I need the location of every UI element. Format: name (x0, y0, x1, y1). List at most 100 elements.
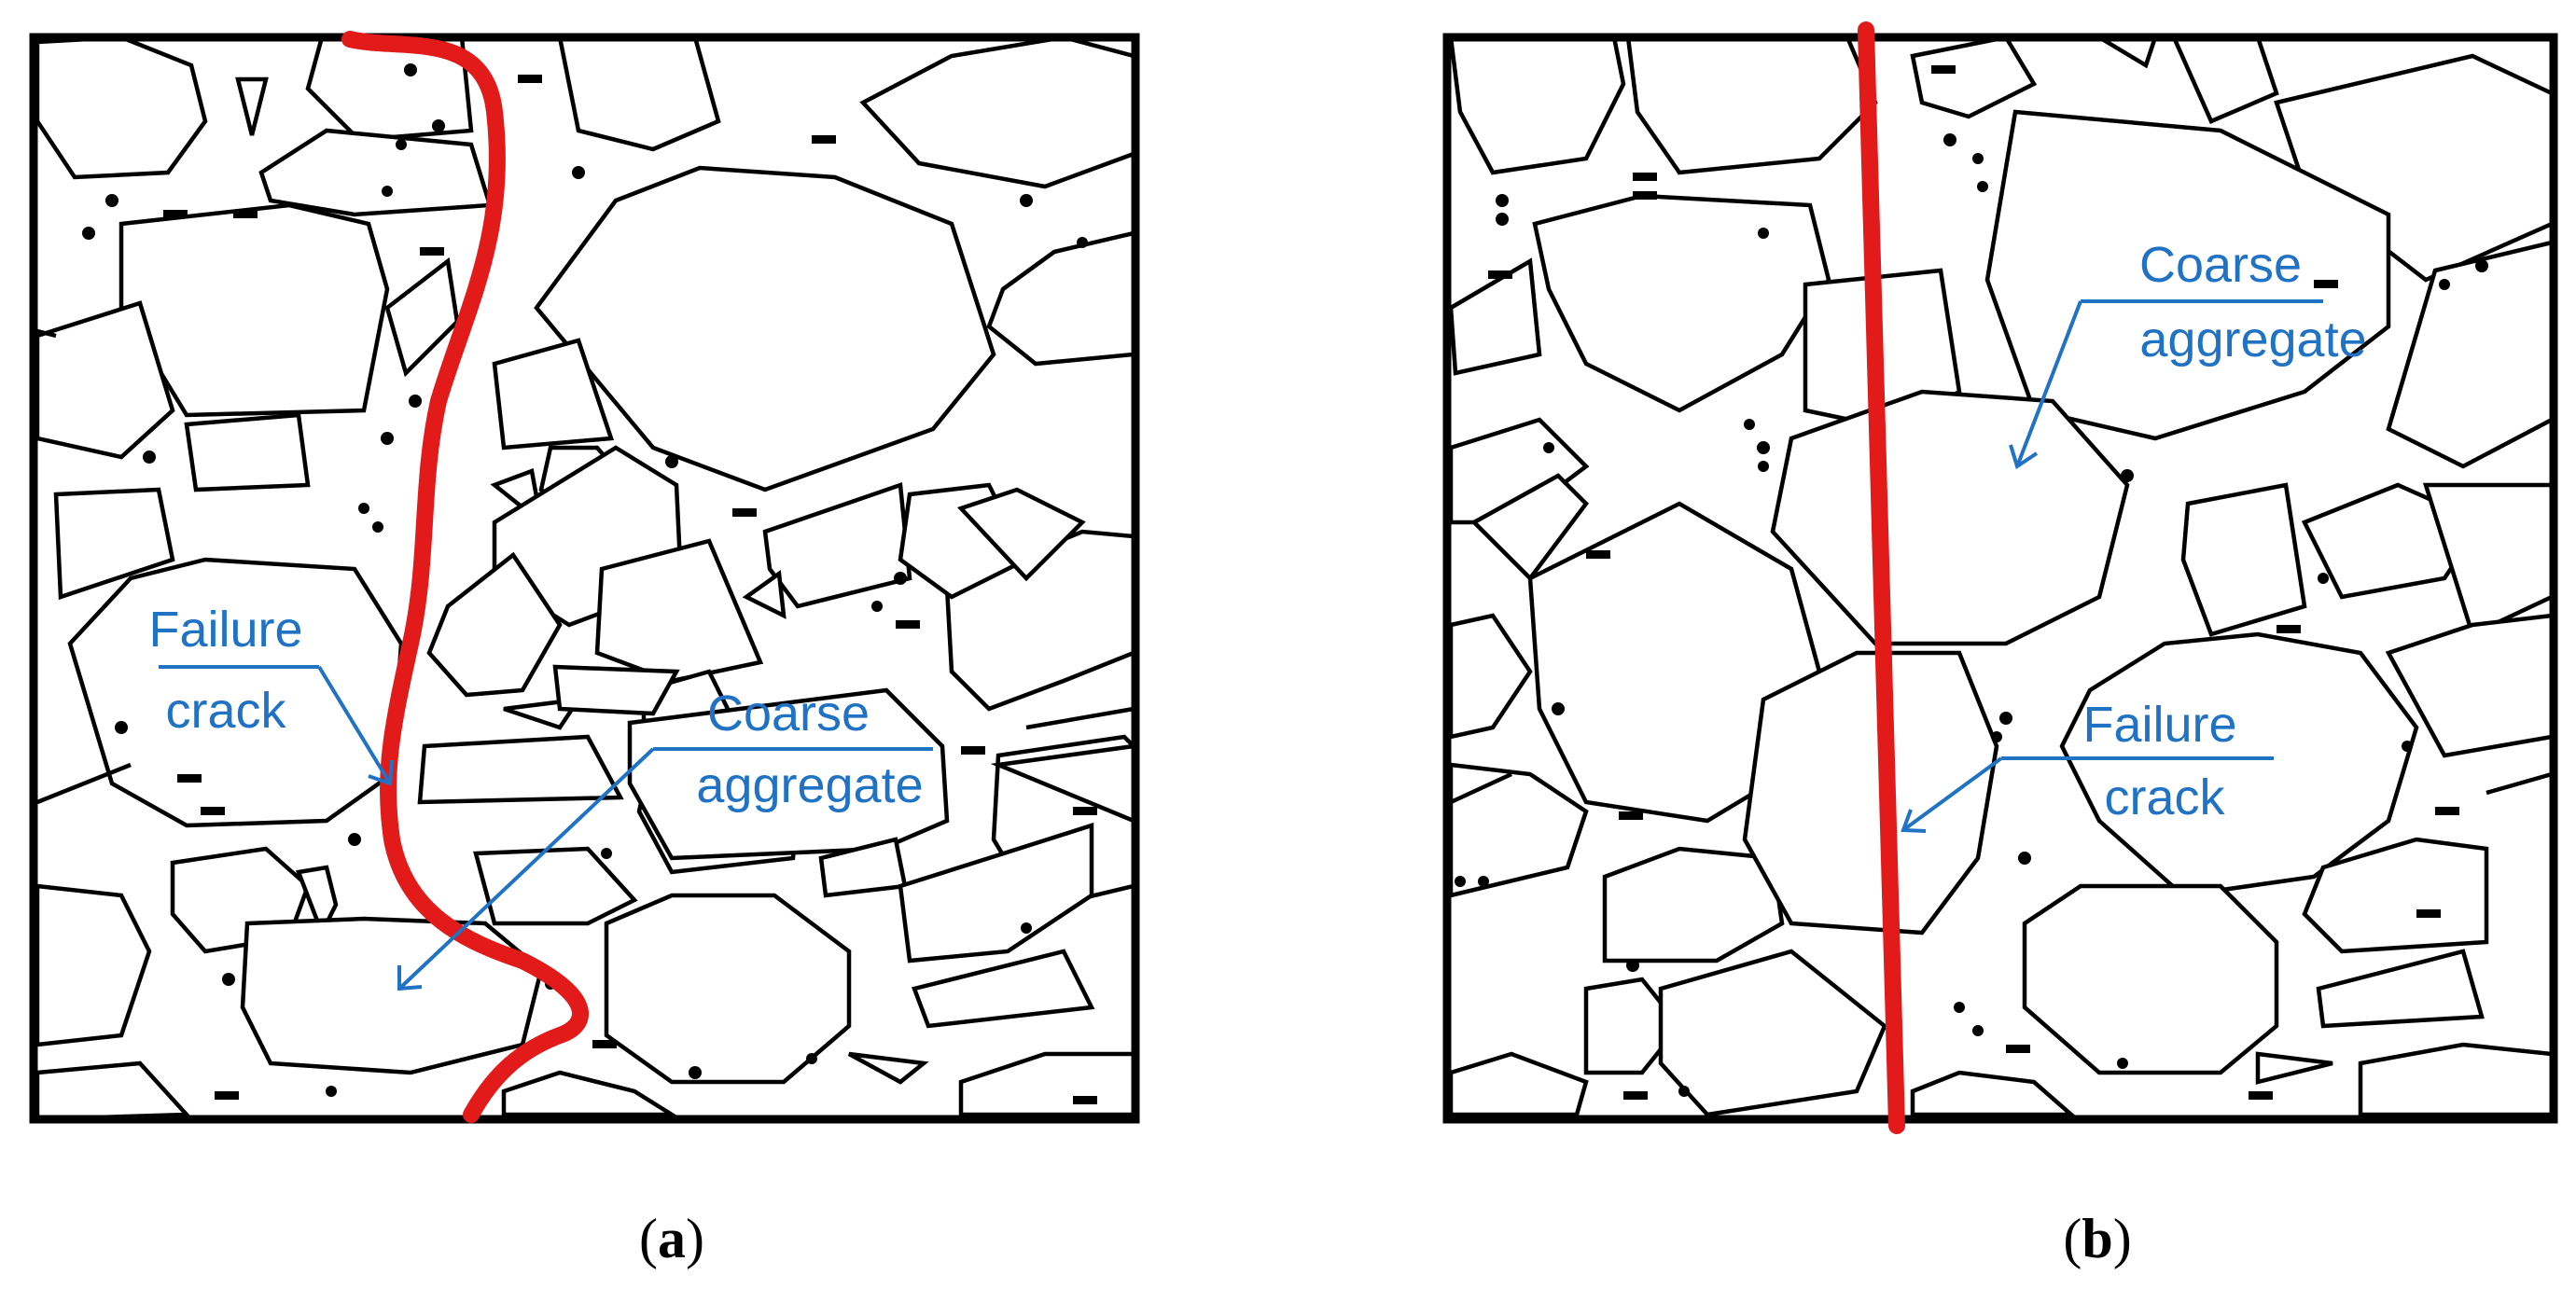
void-dot (2318, 573, 2329, 584)
aggregate (1448, 762, 1589, 898)
aggregate (627, 687, 950, 861)
void-dash (1633, 191, 1657, 200)
void-dash (215, 1091, 239, 1100)
void-dot (1455, 876, 1466, 887)
aggregate (552, 664, 680, 716)
panel-a-frame (29, 33, 1140, 1124)
void-dash (1623, 1091, 1648, 1100)
aggregate (184, 412, 311, 492)
panel-a-mesostructure (35, 35, 1136, 1122)
aggregate (426, 551, 563, 698)
void-dot (372, 521, 383, 533)
aggregate (1448, 35, 1626, 175)
void-dash (1619, 811, 1643, 820)
void-dot (382, 186, 393, 197)
aggregate (2255, 1051, 2333, 1085)
panel-b-frame (1442, 33, 2558, 1124)
void-dash (1488, 270, 1512, 279)
aggregate (240, 916, 544, 1075)
void-dot (1758, 461, 1769, 472)
void-dash (518, 75, 542, 83)
void-dot (1954, 1002, 1965, 1013)
panel-b-coarse-annotation: Coarse aggregate (2009, 237, 2367, 470)
aggregate (847, 1051, 929, 1085)
void-dot (1991, 731, 2002, 742)
void-dot (381, 432, 394, 445)
panel-a-voids (82, 63, 1097, 1104)
void-dash (2435, 807, 2459, 815)
void-dot (572, 166, 585, 179)
failure-arrow-line (1901, 756, 2003, 832)
void-dot (105, 194, 118, 207)
panel-b-voids (1455, 65, 2488, 1100)
aggregate (594, 538, 764, 684)
panel-a-caption: (a) (639, 1208, 704, 1269)
coarse-label-line2: aggregate (2139, 312, 2366, 367)
paste-boundary (1450, 771, 1512, 805)
aggregate (2358, 1042, 2555, 1117)
aggregate (1532, 193, 1831, 413)
void-dot (1020, 194, 1033, 207)
panel-b-failure-annotation: Failure crack (1901, 697, 2274, 833)
void-dash (2416, 909, 2441, 918)
aggregate (35, 1060, 191, 1122)
aggregate (912, 949, 1095, 1029)
aggregate (1910, 1070, 2077, 1117)
void-dot (358, 503, 369, 514)
void-dot (2121, 469, 2134, 482)
aggregate (898, 822, 1094, 963)
aggregate (2059, 631, 2419, 898)
aggregate (35, 35, 208, 180)
panel-b: Coarse aggregate Failure crack (b) (1442, 21, 2558, 1269)
aggregate (492, 338, 615, 451)
aggregate (986, 230, 1136, 367)
void-dot (1943, 133, 1956, 146)
void-dash (592, 1040, 617, 1048)
void-dot (1496, 213, 1509, 226)
aggregate (35, 883, 152, 1047)
aggregate (742, 569, 787, 619)
void-dot (1678, 1086, 1690, 1097)
void-dot (2117, 1058, 2128, 1069)
coarse-label-line2: aggregate (696, 757, 923, 813)
aggregate (2170, 35, 2279, 124)
aggregate (956, 487, 1086, 582)
void-dash (1586, 550, 1610, 559)
coarse-label-line1: Coarse (2139, 237, 2302, 293)
aggregate (1602, 846, 1785, 963)
void-dot (1972, 1025, 1984, 1036)
void-dash (1073, 807, 1097, 815)
void-dash (896, 620, 920, 629)
aggregate (2386, 240, 2555, 469)
void-dot (2439, 279, 2450, 290)
aggregate (1910, 35, 2038, 119)
aggregate (2302, 837, 2489, 954)
panel-a-coarse-annotation: Coarse aggregate (397, 686, 933, 991)
void-dash (732, 508, 757, 517)
aggregate (2022, 883, 2279, 1075)
void-dash (177, 774, 202, 783)
void-dash (812, 135, 836, 144)
void-dot (1478, 876, 1489, 887)
coarse-label-line1: Coarse (707, 686, 870, 742)
aggregate (258, 128, 493, 217)
paste-boundary (36, 328, 57, 339)
aggregate (958, 1051, 1136, 1117)
failure-label-line1: Failure (148, 602, 302, 658)
void-dash (2006, 1045, 2030, 1053)
void-dot (396, 139, 407, 150)
aggregate (2180, 482, 2307, 637)
void-dash (2314, 280, 2338, 288)
panel-b-mesostructure (1448, 35, 2555, 1117)
void-dot (689, 1066, 702, 1079)
aggregate (417, 734, 624, 805)
void-dot (1496, 194, 1509, 207)
aggregate (1470, 473, 1589, 582)
void-dot (1744, 419, 1755, 430)
void-dot (2402, 741, 2413, 752)
failure-label-line2: crack (165, 683, 286, 739)
void-dot (1543, 442, 1554, 453)
paste-boundary (1025, 706, 1135, 730)
void-dot (601, 848, 612, 859)
void-dot (1999, 712, 2012, 725)
